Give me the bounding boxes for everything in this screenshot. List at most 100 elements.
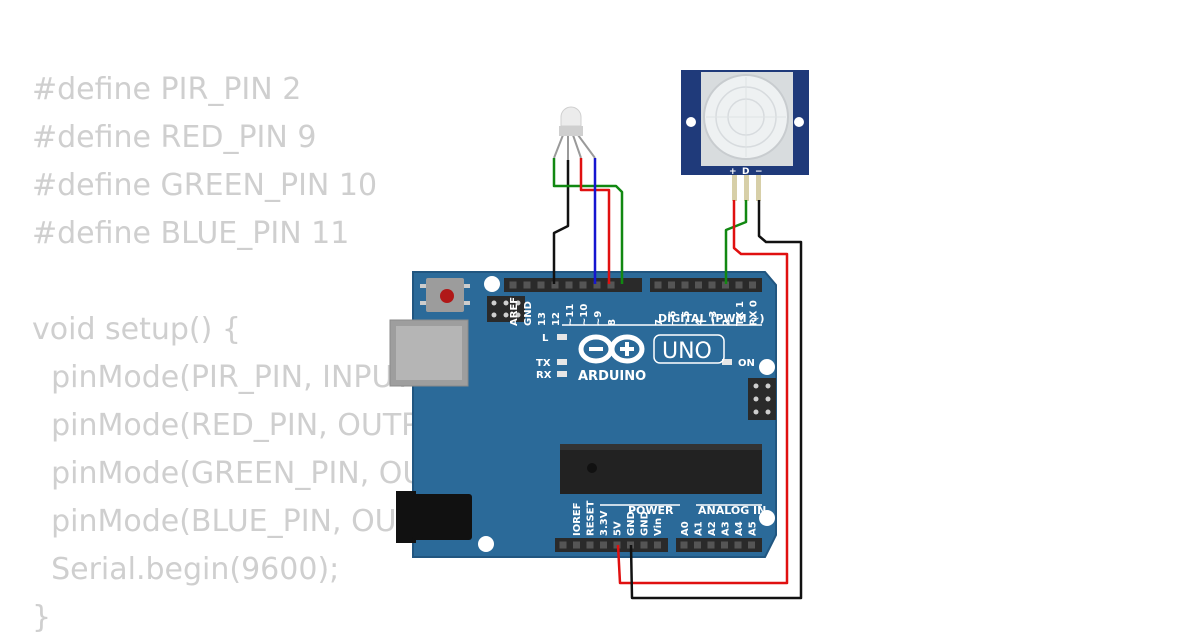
digital-pin-hole[interactable] <box>735 281 743 289</box>
pin-label: IOREF <box>572 502 583 536</box>
reset-button[interactable] <box>420 278 470 312</box>
pin-label: 13 <box>537 312 548 326</box>
code-line: } <box>32 600 52 635</box>
digital-pin-hole[interactable] <box>654 281 662 289</box>
digital-section-label: DIGITAL (PWM ~) <box>658 312 765 325</box>
pin-label: 3.3V <box>599 510 610 536</box>
digital-pin-hole[interactable] <box>749 281 756 289</box>
code-line: void setup() { <box>32 312 241 347</box>
pin-label: 2 <box>722 319 733 326</box>
digital-pin-hole[interactable] <box>509 281 517 289</box>
analog-pin-hole[interactable] <box>721 541 728 549</box>
analog-pin-hole[interactable] <box>707 541 715 549</box>
pin-label: A2 <box>707 521 718 536</box>
pin-label: A1 <box>694 521 705 536</box>
led-tx-label: TX <box>536 358 551 369</box>
digital-pin-hole[interactable] <box>708 281 716 289</box>
analog-section-label: ANALOG IN <box>698 504 766 517</box>
power-header <box>555 538 668 552</box>
digital-pin-hole[interactable] <box>523 281 531 289</box>
code-listing: #define PIR_PIN 2#define RED_PIN 9#defin… <box>32 66 523 642</box>
digital-pin-hole[interactable] <box>695 281 702 289</box>
digital-pin-hole[interactable] <box>565 281 573 289</box>
wires <box>552 158 803 600</box>
pin-label: ~5 <box>681 311 692 326</box>
power-pin-hole[interactable] <box>627 541 634 549</box>
power-pin-hole[interactable] <box>640 541 648 549</box>
led-l <box>557 334 567 340</box>
mounting-hole <box>484 276 500 292</box>
pin-label: ~11 <box>565 304 576 326</box>
pin-label: 8 <box>607 319 618 326</box>
pin-label: A0 <box>680 521 691 536</box>
digital-pin-hole[interactable] <box>537 281 545 289</box>
analog-pin-hole[interactable] <box>734 541 742 549</box>
mounting-hole <box>759 359 775 375</box>
led-rx-label: RX <box>536 370 552 381</box>
pin-label: A4 <box>734 521 745 536</box>
pin-label: 7 <box>654 319 665 326</box>
usb-port[interactable] <box>389 319 469 387</box>
power-pin-hole[interactable] <box>600 541 607 549</box>
microcontroller-chip <box>560 444 762 494</box>
pir-motion-sensor[interactable]: + D − <box>681 70 809 201</box>
arduino-brand-text: ARDUINO <box>578 369 646 384</box>
pir-pin-d: D <box>742 167 749 177</box>
arduino-logo-icon <box>578 334 645 364</box>
digital-pin-hole[interactable] <box>593 281 601 289</box>
pin-label: RESET <box>586 500 597 536</box>
power-pin-hole[interactable] <box>654 541 661 549</box>
pin-label: AREF <box>509 297 520 326</box>
pin-label: ~9 <box>593 311 604 326</box>
pin-label: A3 <box>721 521 732 536</box>
led-on <box>722 359 732 365</box>
wire-pir-gnd[interactable] <box>629 200 803 600</box>
wire-led-green-pin10[interactable] <box>552 158 624 284</box>
digital-pin-hole[interactable] <box>607 281 615 289</box>
power-pin-hole[interactable] <box>586 541 594 549</box>
mounting-hole <box>759 510 775 526</box>
mounting-hole <box>478 536 494 552</box>
code-line: #define GREEN_PIN 10 <box>32 168 378 203</box>
power-jack[interactable] <box>396 491 472 543</box>
led-l-label: L <box>542 333 549 344</box>
uno-badge <box>653 334 725 364</box>
led-on-label: ON <box>738 358 755 369</box>
wire-led-common-gnd[interactable] <box>552 160 570 284</box>
power-section-label: POWER <box>628 504 674 517</box>
rgb-led[interactable] <box>553 106 596 160</box>
digital-pin-hole[interactable] <box>579 281 587 289</box>
code-line: #define BLUE_PIN 11 <box>32 216 350 251</box>
pin-label: A5 <box>748 521 759 536</box>
pir-pin-minus: − <box>755 167 763 177</box>
pin-label: GND <box>626 511 637 536</box>
led-tx <box>557 359 567 365</box>
digital-pin-hole[interactable] <box>668 281 675 289</box>
power-pin-hole[interactable] <box>613 541 621 549</box>
digital-pin-hole[interactable] <box>551 281 559 289</box>
power-pin-hole[interactable] <box>559 541 567 549</box>
pin-label: Vin <box>653 518 664 536</box>
pin-label: ~10 <box>579 304 590 326</box>
analog-pin-hole[interactable] <box>694 541 701 549</box>
pin-label: 5V <box>613 521 624 536</box>
icsp-header-right <box>748 378 776 420</box>
pin-label: RX 0 <box>749 300 760 326</box>
wire-pir-signal-pin2[interactable] <box>724 200 748 284</box>
power-pin-hole[interactable] <box>573 541 580 549</box>
pin-label: ~3 <box>708 311 719 326</box>
pin-label: ~6 <box>668 311 679 326</box>
pir-pin-plus: + <box>729 167 737 177</box>
analog-pin-hole[interactable] <box>680 541 688 549</box>
model-text: UNO <box>662 339 712 364</box>
analog-pin-hole[interactable] <box>748 541 755 549</box>
led-rx <box>557 371 567 377</box>
digital-pin-hole[interactable] <box>681 281 689 289</box>
pin-label: GND <box>640 511 651 536</box>
digital-pin-hole[interactable] <box>722 281 729 289</box>
wire-pir-vcc-5v[interactable] <box>616 200 789 585</box>
